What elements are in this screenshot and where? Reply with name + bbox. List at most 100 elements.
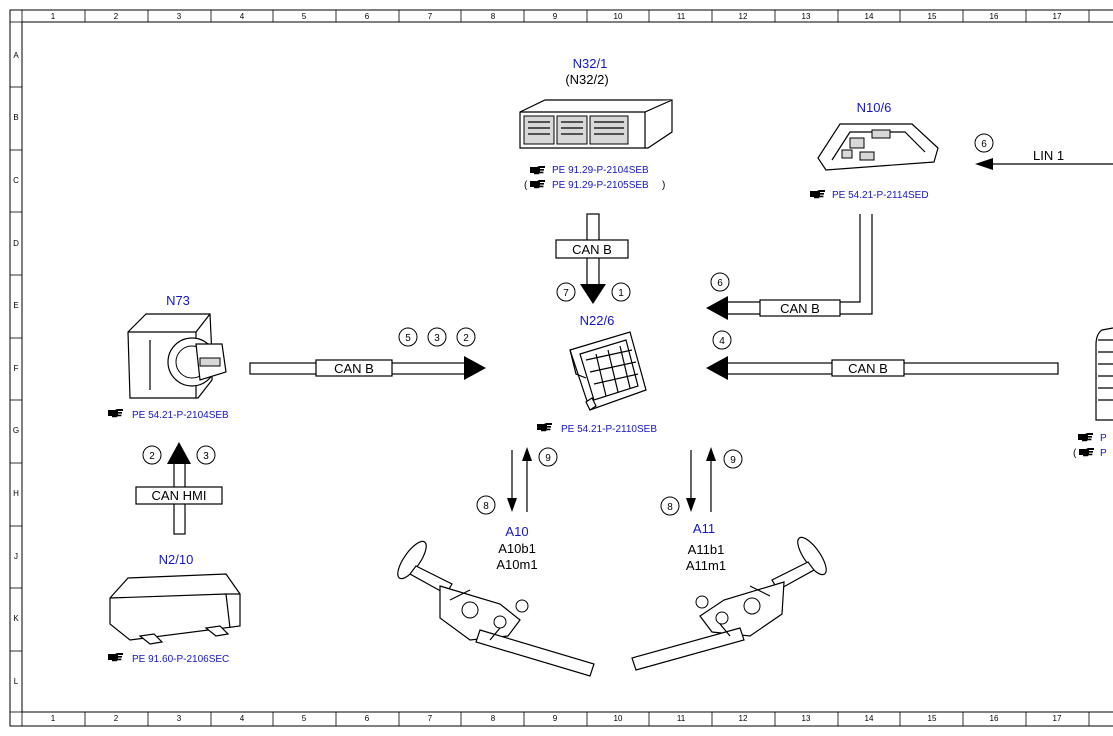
component-right-edge: P ( P [1073, 327, 1113, 459]
grid-row-labels: A B C D E F G H J K L [13, 51, 19, 686]
grid-col-label: 7 [428, 714, 433, 723]
ref-close-paren: ) [662, 180, 665, 191]
column-ticks-bottom [21, 712, 1090, 726]
grid-col-label: 8 [491, 12, 496, 21]
grid-col-label: 4 [240, 714, 245, 723]
n2-10-module-drawing [109, 573, 241, 645]
component-sub-id: A11m1 [686, 558, 726, 573]
pointing-hand-icon [108, 653, 123, 662]
bus-can-b-right-upper: CAN B 6 [706, 214, 873, 320]
grid-col-label: 2 [114, 12, 119, 21]
grid-col-label: 5 [302, 714, 307, 723]
component-a10: A10 A10b1 A10m1 [397, 524, 595, 677]
step-marker: 6 [717, 278, 723, 289]
component-n22-6: N22/6 PE 54.21-P-2110SEB [537, 313, 657, 435]
pointing-hand-icon [108, 409, 123, 418]
grid-row-label: L [14, 677, 19, 686]
bus-label: CAN B [848, 361, 888, 376]
grid-col-label: 12 [739, 714, 748, 723]
bus-label: CAN B [780, 301, 820, 316]
row-ticks [10, 21, 22, 713]
grid-col-label: 13 [802, 714, 811, 723]
bus-label: CAN HMI [152, 488, 207, 503]
component-sub-id: A11b1 [688, 542, 725, 557]
reference-link[interactable]: P [1100, 433, 1107, 444]
grid-col-label: 6 [365, 714, 370, 723]
reference-link[interactable]: PE 54.21-P-2114SED [832, 190, 929, 201]
grid-col-label: 3 [177, 714, 182, 723]
component-alt-id: (N32/2) [565, 72, 608, 87]
component-id: N32/1 [573, 56, 608, 71]
reference-link[interactable]: PE 91.29-P-2104SEB [552, 165, 649, 176]
grid-col-label: 12 [739, 12, 748, 21]
grid-col-label: 4 [240, 12, 245, 21]
grid-row-label: G [13, 426, 19, 435]
ref-open-paren: ( [524, 180, 528, 191]
bus-can-b-right-lower: CAN B 4 [706, 330, 1059, 380]
component-id: A11 [693, 521, 715, 536]
component-a11: A11 A11b1 A11m1 [631, 521, 827, 671]
grid-col-label: 10 [614, 12, 623, 21]
pointing-hand-icon [530, 166, 545, 175]
component-n2-10: N2/10 PE 91.60-P-2106SEC [108, 552, 241, 665]
grid-column-labels-bottom: 1 2 3 4 5 6 7 8 9 10 11 12 13 14 15 16 1… [51, 714, 1062, 723]
grid-col-label: 15 [928, 714, 937, 723]
component-n10-6: N10/6 PE 54.21-P-2114SED [810, 100, 939, 201]
reference-link[interactable]: P [1100, 448, 1107, 459]
step-marker: 7 [563, 288, 569, 299]
grid-row-label: K [13, 614, 19, 623]
component-id: N22/6 [580, 313, 615, 328]
component-sub-id: A10m1 [496, 557, 537, 572]
grid-row-label: E [13, 301, 18, 310]
pointing-hand-icon [537, 423, 552, 432]
reference-link[interactable]: PE 54.21-P-2110SEB [561, 424, 657, 435]
reference-link[interactable]: PE 91.60-P-2106SEC [132, 654, 229, 665]
signal-a10: 9 8 [476, 447, 558, 515]
grid-col-label: 1 [51, 12, 56, 21]
pointing-hand-icon [1078, 433, 1093, 442]
step-marker: 1 [618, 288, 624, 299]
step-marker: 6 [981, 139, 987, 150]
step-marker: 9 [545, 453, 551, 464]
grid-col-label: 1 [51, 714, 56, 723]
bus-label: CAN B [572, 242, 612, 257]
component-id: N73 [166, 293, 190, 308]
bus-can-hmi: CAN HMI 2 3 [135, 442, 223, 535]
grid-col-label: 11 [677, 714, 686, 723]
reference-link[interactable]: PE 91.29-P-2105SEB [552, 180, 649, 191]
grid-row-label: F [14, 364, 19, 373]
n22-unit-drawing [569, 331, 647, 411]
grid-col-label: 16 [990, 714, 999, 723]
grid-col-label: 9 [553, 12, 558, 21]
grid-col-label: 7 [428, 12, 433, 21]
grid-col-label: 10 [614, 714, 623, 723]
steering-column-left-drawing [397, 540, 595, 677]
pointing-hand-icon [530, 180, 545, 189]
n10-module-drawing [817, 123, 939, 171]
grid-col-label: 16 [990, 12, 999, 21]
grid-col-label: 6 [365, 12, 370, 21]
signal-a11: 9 8 [660, 447, 743, 516]
ref-open-paren: ( [1073, 448, 1077, 459]
step-marker: 8 [483, 501, 489, 512]
column-ticks-top [21, 10, 1090, 22]
component-id: N2/10 [159, 552, 194, 567]
grid-col-label: 9 [553, 714, 558, 723]
grid-col-label: 11 [677, 12, 686, 21]
step-marker: 8 [667, 502, 673, 513]
n32-control-unit-drawing [519, 99, 673, 149]
bus-label: CAN B [334, 361, 374, 376]
grid-row-label: A [13, 51, 19, 60]
step-marker: 3 [203, 451, 209, 462]
bus-can-b-left: CAN B 5 3 2 [249, 327, 486, 380]
grid-column-labels-top: 1 2 3 4 5 6 7 8 9 10 11 12 13 14 15 16 1… [51, 12, 1062, 21]
bus-lin-1: LIN 1 6 [974, 133, 1113, 170]
reference-link[interactable]: PE 54.21-P-2104SEB [132, 410, 229, 421]
component-sub-id: A10b1 [498, 541, 536, 556]
grid-col-label: 3 [177, 12, 182, 21]
component-id: N10/6 [857, 100, 892, 115]
grid-col-label: 13 [802, 12, 811, 21]
step-marker: 2 [149, 451, 155, 462]
grid-row-label: B [13, 113, 18, 122]
